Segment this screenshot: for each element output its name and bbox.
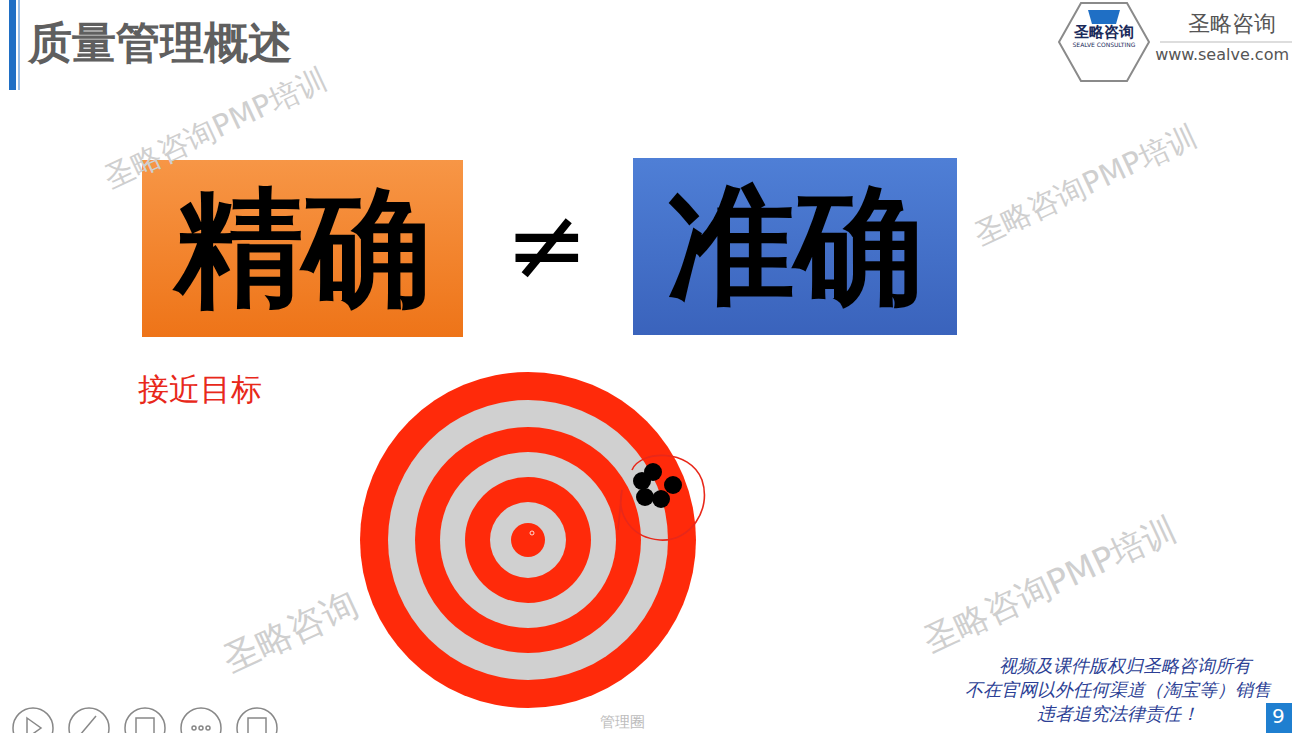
not-equal-sign: ≠: [505, 190, 589, 300]
watermark: 管理圈: [600, 714, 645, 731]
watermark: 圣略咨询: [216, 584, 363, 681]
title-bar-thin: [18, 0, 20, 90]
title-bar: [9, 0, 16, 90]
hand-circle: [618, 455, 704, 540]
target: [360, 372, 696, 708]
company-name: 圣略咨询: [1188, 12, 1276, 36]
slide-number: 9: [1272, 705, 1285, 727]
slide-title: 质量管理概述: [28, 14, 292, 73]
shot-dots: [633, 463, 682, 508]
copyright-note: 违者追究法律责任！: [1037, 704, 1199, 724]
logo-badge: 圣略咨询SEALVE CONSULTING: [1058, 2, 1150, 82]
annotation: 接近目标: [138, 372, 262, 406]
concept-word: 准确: [667, 176, 923, 317]
logo-name: 圣略咨询: [1074, 24, 1134, 41]
copyright-note: 不在官网以外任何渠道（淘宝等）销售: [965, 680, 1271, 700]
concept-word: 精确: [175, 178, 431, 319]
logo-subtitle: SEALVE CONSULTING: [1073, 42, 1136, 49]
slide-number-box: [1266, 703, 1292, 733]
header-rule: [1160, 42, 1292, 43]
watermark: 圣略咨询PMP培训: [968, 119, 1201, 251]
concept-box: 准确: [633, 158, 957, 335]
company-url: www.sealve.com: [1155, 46, 1289, 64]
copyright-note: 视频及课件版权归圣略咨询所有: [999, 656, 1251, 676]
toolbar-icons: [13, 708, 277, 733]
watermark: 圣略咨询PMP培训: [918, 510, 1182, 660]
concept-box: 精确: [142, 160, 463, 337]
